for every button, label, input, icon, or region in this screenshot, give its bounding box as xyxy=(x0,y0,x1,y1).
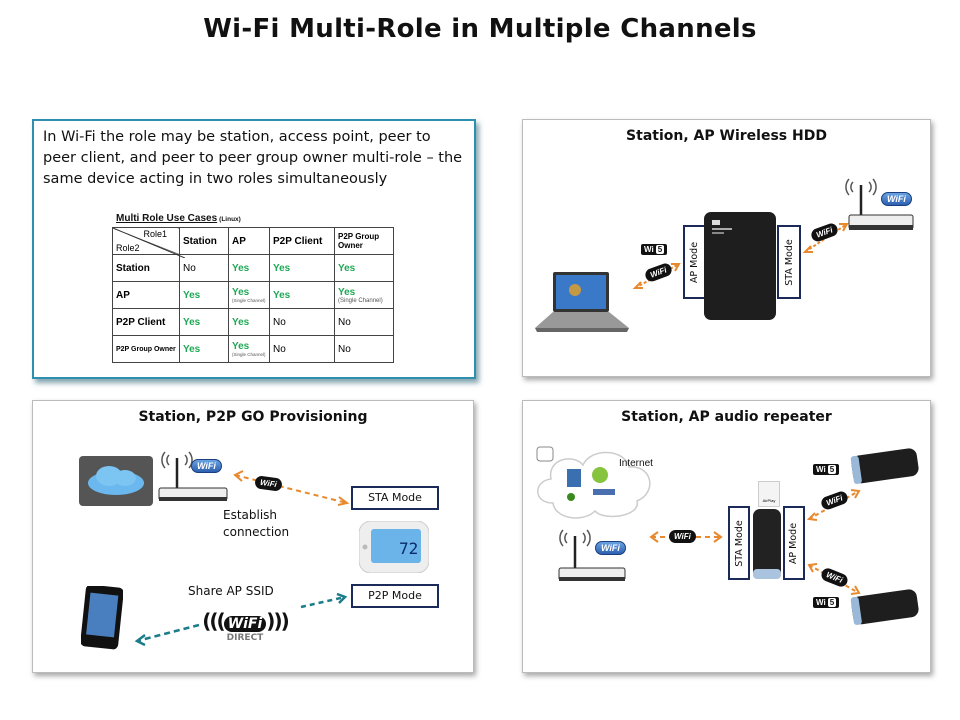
intro-panel: In Wi-Fi the role may be station, access… xyxy=(32,119,476,379)
corner-diagonal xyxy=(113,228,185,258)
row-header: P2P Client xyxy=(112,308,180,336)
slide-title: Wi-Fi Multi-Role in Multiple Channels xyxy=(203,14,757,44)
wifi-logo-icon: WiFi xyxy=(881,192,912,206)
row-header: P2P Group Owner xyxy=(112,335,180,363)
table-cell: Yes xyxy=(179,281,229,309)
sta-mode-box: STA Mode xyxy=(351,486,439,510)
wifi-direct-logo: (((WiFi))) xyxy=(202,609,289,633)
row-header: AP xyxy=(112,281,180,309)
signal-left-icon: ((( xyxy=(202,609,225,633)
ap-mode-box: AP Mode xyxy=(783,506,805,580)
table-cell: Yes xyxy=(269,281,335,309)
hard-drive-icon xyxy=(704,212,776,320)
establish-connection-label: Establish connection xyxy=(223,508,290,539)
thermostat-temp: 72 xyxy=(399,539,418,558)
col-header: P2P Group Owner xyxy=(334,227,394,255)
table-cell: Yes xyxy=(228,308,270,336)
table-header-row: Role1 Role2 Station AP P2P Client P2P Gr… xyxy=(112,227,394,258)
row-header: Station xyxy=(112,254,180,282)
table-cell: Yes(Single Channel) xyxy=(334,281,394,309)
table-caption: Multi Role Use Cases(Linux) xyxy=(116,213,241,224)
table-cell: Yes xyxy=(228,254,270,282)
router-icon xyxy=(158,451,228,501)
table-cell: No xyxy=(179,254,229,282)
table-cell: No xyxy=(334,335,394,363)
table-cell: No xyxy=(334,308,394,336)
table-cell: Yes xyxy=(179,335,229,363)
share-ssid-label: Share AP SSID xyxy=(188,584,274,598)
arrow-left xyxy=(134,623,200,647)
bidirectional-arrow xyxy=(233,470,350,506)
laptop-icon xyxy=(535,272,629,332)
speaker-icon xyxy=(753,509,781,579)
p2p-panel: Station, P2P GO Provisioning WiFi WiFi S… xyxy=(32,400,474,673)
panel-title: Station, P2P GO Provisioning xyxy=(138,409,368,425)
col-header: AP xyxy=(228,227,270,255)
signal-right-icon: ))) xyxy=(266,609,289,633)
table-cell: Yes xyxy=(269,254,335,282)
table-cell: Yes xyxy=(179,308,229,336)
table-cell: Yes(Single Channel) xyxy=(228,335,270,363)
corner-cell: Role1 Role2 xyxy=(112,227,185,258)
internet-cloud-icon xyxy=(536,446,651,519)
intro-text: In Wi-Fi the role may be station, access… xyxy=(43,129,463,187)
router-icon xyxy=(845,178,914,230)
smartphone-icon xyxy=(81,586,123,650)
audio-panel: Station, AP audio repeater Internet WiFi… xyxy=(522,400,931,673)
sta-mode-box: STA Mode xyxy=(728,506,750,580)
col-header: Station xyxy=(179,227,229,255)
wifi-logo-icon: WiFi xyxy=(595,541,626,555)
multi-role-table: Role1 Role2 Station AP P2P Client P2P Gr… xyxy=(112,227,394,363)
table-cell: No xyxy=(269,308,335,336)
panel-title: Station, AP Wireless HDD xyxy=(626,128,827,144)
sta-mode-box: STA Mode xyxy=(777,225,801,299)
wifi-logo-icon: WiFi xyxy=(669,530,696,543)
p2p-mode-box: P2P Mode xyxy=(351,584,439,608)
thermostat-icon: 72 xyxy=(359,521,429,573)
wifi-direct-label: DIRECT xyxy=(226,633,264,643)
wifi-logo-icon: WiFi xyxy=(191,459,222,473)
table-cell: Yes(Single Channel) xyxy=(228,281,270,309)
col-header: P2P Client xyxy=(269,227,335,255)
cloud-icon xyxy=(79,456,153,506)
airplay-icon: AirPlay xyxy=(758,481,780,507)
router-icon xyxy=(558,529,626,581)
internet-label: Internet xyxy=(619,458,653,469)
panel-title: Station, AP audio repeater xyxy=(621,409,832,425)
speaker-icon xyxy=(850,589,919,625)
arrow-right xyxy=(300,593,348,609)
speaker-icon xyxy=(850,448,919,484)
bidirectional-arrow xyxy=(649,531,723,543)
table-cell: No xyxy=(269,335,335,363)
table-cell: Yes xyxy=(334,254,394,282)
